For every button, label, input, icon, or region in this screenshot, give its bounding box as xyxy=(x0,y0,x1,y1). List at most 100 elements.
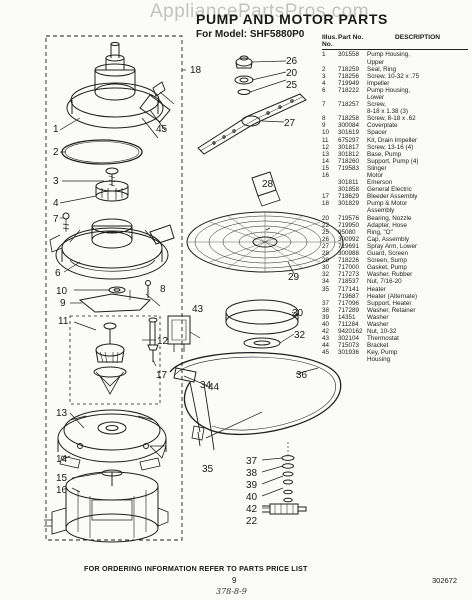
part-sump-screen xyxy=(186,211,344,273)
table-cell-illus xyxy=(322,108,338,115)
table-cell-illus: 1 xyxy=(322,51,326,59)
callout-27: 27 xyxy=(284,118,296,129)
table-cell-desc: Seal, Ring xyxy=(367,65,397,73)
callout-39: 39 xyxy=(246,480,258,491)
part-drain-impeller-kit xyxy=(93,322,127,395)
table-cell-desc: Bracket xyxy=(367,342,389,350)
table-cell-desc: Washer xyxy=(367,320,389,328)
table-cell-part: 717289 xyxy=(338,306,360,314)
table-cell-illus: 45 xyxy=(322,349,330,357)
table-cell-part: 302104 xyxy=(338,335,360,343)
part-seal-ring xyxy=(61,139,143,165)
table-cell-illus: 10 xyxy=(322,129,330,137)
callout-32: 32 xyxy=(294,330,306,341)
callout-6: 6 xyxy=(55,268,61,279)
part-coverplate xyxy=(78,293,152,313)
table-cell-illus xyxy=(322,356,338,363)
table-cell-desc: Bearing, Nozzle xyxy=(367,214,412,222)
part-heater xyxy=(169,352,342,451)
parts-table-header: Illus. No. Part No. DESCRIPTION xyxy=(322,34,468,51)
callout-18: 18 xyxy=(190,65,202,76)
table-cell-part: 301812 xyxy=(338,150,360,158)
table-cell-illus: 29 xyxy=(322,257,330,265)
callout-15: 15 xyxy=(56,473,68,484)
table-cell-illus: 25 xyxy=(322,228,330,236)
table-cell-desc: Washer, Rubber xyxy=(367,271,413,279)
table-cell-part: 717000 xyxy=(338,264,360,272)
part-lower-pump-housing xyxy=(49,218,175,280)
callout-labels: 1 2 3 4 7 6 10 9 8 11 12 17 13 14 15 16 … xyxy=(53,56,308,527)
table-cell-desc: Pump Housing, xyxy=(367,51,411,59)
table-cell-part: 718260 xyxy=(338,157,360,165)
part-cap-assembly xyxy=(235,55,253,69)
callout-42: 42 xyxy=(246,504,258,515)
table-cell-illus: 20 xyxy=(322,214,330,222)
table-cell-illus: 40 xyxy=(322,320,330,328)
table-cell-desc: Spacer xyxy=(367,129,387,137)
table-cell-part: 718258 xyxy=(338,115,360,123)
table-cell-desc: Washer, Retainer xyxy=(367,306,416,314)
table-cell-illus xyxy=(322,59,338,66)
table-cell-part: 719691 xyxy=(338,242,360,250)
table-cell-illus: 18 xyxy=(322,200,330,208)
callout-45: 45 xyxy=(156,124,168,135)
callout-2: 2 xyxy=(53,147,59,158)
table-cell-desc: 8-18 x 1.38 (3) xyxy=(367,108,408,116)
table-cell-part: 300084 xyxy=(338,122,360,130)
part-pump-gasket xyxy=(225,299,299,335)
table-cell-part xyxy=(338,108,367,115)
table-cell-part: 301829 xyxy=(338,200,360,208)
table-cell-illus: 35 xyxy=(322,285,330,293)
table-cell-part: 718256 xyxy=(338,72,360,80)
callout-44: 44 xyxy=(208,382,220,393)
callout-16: 16 xyxy=(56,485,68,496)
table-row: Housing xyxy=(322,356,468,363)
part-screw-3 xyxy=(105,167,119,187)
table-cell-illus: 4 xyxy=(322,79,326,87)
table-cell-desc: Lower xyxy=(367,93,385,101)
table-cell-illus: 8 xyxy=(322,115,326,123)
table-cell-part: 719576 xyxy=(338,214,360,222)
table-cell-illus: 15 xyxy=(322,164,330,172)
table-cell-desc: Coverplate xyxy=(367,122,398,130)
table-cell-part: 300988 xyxy=(338,250,360,258)
table-cell-desc: Screw, 8-18 x .62 xyxy=(367,115,416,123)
col-part-header: Part No. xyxy=(338,34,364,41)
table-cell-desc: Washer xyxy=(367,313,389,321)
table-cell-illus: 16 xyxy=(322,172,330,179)
table-row: 40 711284 Washer xyxy=(322,321,468,328)
callout-38: 38 xyxy=(246,468,258,479)
table-cell-desc: Screw, xyxy=(367,101,386,109)
table-cell-illus: 14 xyxy=(322,157,330,165)
table-cell-desc: Emerson xyxy=(367,179,393,187)
callout-35: 35 xyxy=(202,464,214,475)
callout-28: 28 xyxy=(262,179,274,190)
table-cell-part: 715073 xyxy=(338,342,360,350)
table-cell-illus: 9 xyxy=(322,122,326,130)
part-thermostat xyxy=(167,315,191,352)
table-cell-part: 711284 xyxy=(338,320,359,328)
table-cell-illus: 39 xyxy=(322,313,330,321)
table-cell-part xyxy=(338,207,367,214)
table-cell-desc: Upper xyxy=(367,58,385,66)
table-cell-desc: Thermostat xyxy=(367,335,399,343)
callout-37: 37 xyxy=(246,456,258,467)
callout-7: 7 xyxy=(53,214,59,225)
table-cell-part xyxy=(338,94,367,101)
part-o-ring xyxy=(237,89,251,95)
table-row: 8 718258 Screw, 8-18 x .62 xyxy=(322,115,468,122)
